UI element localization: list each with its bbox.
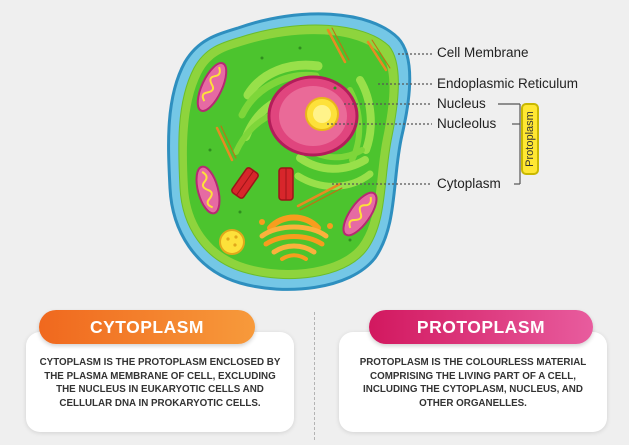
golgi-apparatus [259,214,333,261]
cytoplasm-title: CYTOPLASM [39,310,255,344]
centriole-right [278,167,294,201]
microtubules [215,27,391,211]
mitochondrion-left [195,165,221,215]
centriole-left [231,167,259,199]
label-cytoplasm: Cytoplasm [437,176,501,191]
section-divider [314,312,315,440]
protoplasm-bracket: Protoplasm [521,103,539,175]
ribosomes [208,46,352,242]
mitochondrion-top-left [196,62,228,112]
label-endoplasmic-reticulum: Endoplasmic Reticulum [437,76,579,91]
protoplasm-bracket-label: Protoplasm [524,111,536,167]
vesicle [219,229,245,255]
label-cell-membrane: Cell Membrane [437,45,529,60]
protoplasm-definition: PROTOPLASM IS THE COLOURLESS MATERIAL CO… [359,357,587,409]
cell-diagram [167,12,521,291]
protoplasm-title: PROTOPLASM [369,310,593,344]
mitochondrion-right [342,191,378,237]
leader-lines [327,53,521,185]
protoplasm-card: PROTOPLASM IS THE COLOURLESS MATERIAL CO… [339,332,607,432]
label-nucleolus: Nucleolus [437,116,497,131]
cytoplasm-definition: CYTOPLASM IS THE PROTOPLASM ENCLOSED BY … [39,357,281,409]
nucleolus-core [313,105,331,123]
label-nucleus: Nucleus [437,96,486,111]
cytoplasm-card: CYTOPLASM IS THE PROTOPLASM ENCLOSED BY … [26,332,294,432]
